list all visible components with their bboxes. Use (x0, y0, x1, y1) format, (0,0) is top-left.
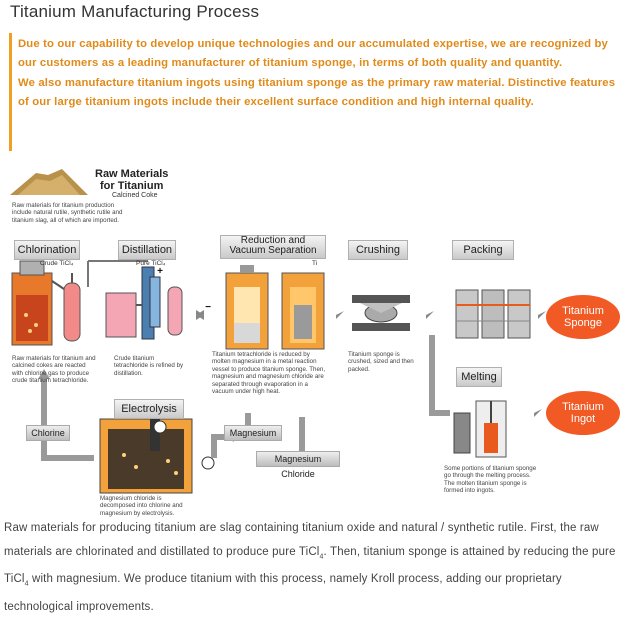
magnesium-label: Magnesium (224, 425, 282, 441)
step-reduction: Reduction and Vacuum Separation (220, 235, 326, 259)
sponge-line-2: Sponge (564, 317, 602, 329)
sponge-line-1: Titanium (562, 305, 604, 317)
footer-text-c: with magnesium. We produce titanium with… (4, 573, 562, 614)
raw-materials-title: Raw Materials for Titanium (95, 168, 168, 192)
chlorination-furnace-icon (11, 260, 53, 346)
footer-text-b: . Then, titanium sponge is attained by r… (4, 545, 616, 586)
calcined-coke-label: Calcined Coke (112, 192, 158, 199)
intro-paragraph-2: We also manufacture titanium ingots usin… (18, 76, 616, 109)
chlorine-label: Chlorine (26, 425, 70, 441)
step-chlorination: Chlorination (14, 240, 80, 260)
footer-description: Raw materials for producing titanium are… (4, 517, 634, 620)
footer-sub-1: 4 (319, 552, 324, 560)
raw-title-line-1: Raw Materials (95, 168, 169, 180)
cathode-minus-sign: − (205, 302, 211, 313)
step-reduction-line-1: Reduction and (240, 235, 306, 246)
packing-drums-icon (455, 289, 531, 339)
intro-paragraph-1: Due to our capability to develop unique … (18, 38, 608, 70)
ingot-line-2: Ingot (570, 413, 596, 425)
pure-ticl4-label: Pure TiCl₄ (136, 260, 166, 267)
step-reduction-line-2: Vacuum Separation (229, 245, 317, 256)
intro-box: Due to our capability to develop unique … (9, 33, 629, 151)
flow-arrows (196, 310, 546, 417)
step-melting: Melting (456, 367, 502, 387)
page-title: Titanium Manufacturing Process (10, 2, 260, 21)
raw-title-line-2: for Titanium (100, 180, 164, 192)
step-crushing: Crushing (348, 240, 408, 260)
step-electrolysis: Electrolysis (114, 399, 184, 419)
footer-text-a: Raw materials for producing titanium are… (4, 522, 599, 558)
electrolysis-note: Magnesium chloride is decomposed into ch… (100, 495, 183, 517)
footer-paragraph: Raw materials for producing titanium are… (4, 517, 634, 620)
step-distillation: Distillation (118, 240, 176, 260)
crude-ticl4-label: Crude TiCl₄ (40, 260, 74, 267)
chlorination-condenser-icon (51, 273, 81, 342)
chlorination-note: Raw materials for titanium and calcined … (12, 355, 96, 385)
melting-note: Some portions of titanium sponge go thro… (444, 465, 537, 495)
melting-furnace-icon (453, 400, 507, 458)
distillation-column-icon (87, 260, 183, 340)
vacuum-separation-vessel-icon (281, 272, 325, 350)
distillation-note: Crude titanium tetrachloride is refined … (114, 355, 184, 377)
reduction-note: Titanium tetrachloride is reduced by mol… (212, 351, 326, 396)
reduction-vessel-icon (225, 265, 269, 350)
crusher-icon (352, 295, 410, 331)
crushing-note: Titanium sponge is crushed, sized and th… (348, 351, 414, 373)
footer-sub-2: 4 (24, 580, 29, 588)
process-graphics (10, 169, 546, 494)
step-packing: Packing (452, 240, 514, 260)
ingot-line-1: Titanium (562, 401, 604, 413)
raw-materials-note: Raw materials for titanium production in… (12, 202, 123, 224)
electrolysis-cell-icon (99, 417, 215, 494)
ti-label: Ti (312, 260, 318, 267)
process-diagram: Raw Materials for Titanium Calcined Coke… (0, 155, 640, 517)
magnesium-chloride-label: Magnesium Chloride (256, 451, 340, 479)
anode-plus-sign: + (157, 266, 163, 277)
